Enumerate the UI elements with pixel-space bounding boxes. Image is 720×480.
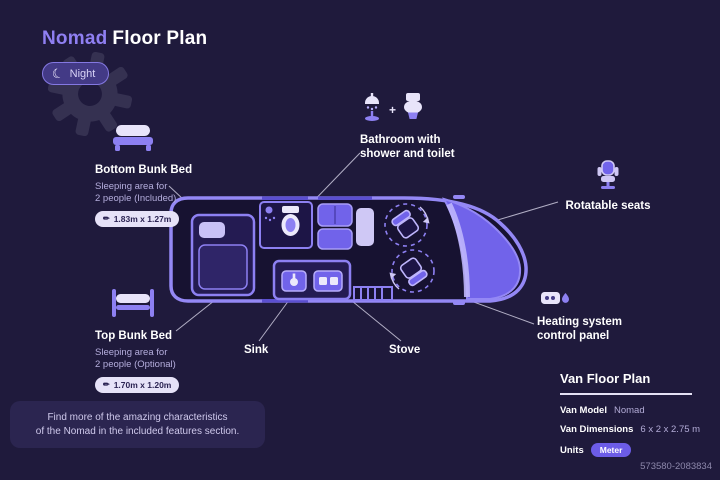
van-window-top-2 xyxy=(318,196,372,200)
page-title-accent: Nomad xyxy=(42,28,108,49)
entry-step xyxy=(353,286,393,301)
top-bunk-subtitle: Sleeping area for 2 people (Optional) xyxy=(95,347,225,371)
top-bunk-subtitle-line-2: 2 people (Optional) xyxy=(95,358,176,370)
heating-label: Heating system control panel xyxy=(537,316,622,343)
van-mirror-bottom xyxy=(453,301,465,305)
features-note-line-2: of the Nomad in the included features se… xyxy=(35,425,240,437)
heating-label-line-2: control panel xyxy=(537,329,610,342)
van-mirror-top xyxy=(453,195,465,199)
watermark-id: 573580-2083834 xyxy=(640,461,712,472)
toilet-icon xyxy=(401,92,425,127)
rotatable-seat-icon xyxy=(595,160,621,195)
annotation-bathroom: + Bathroom with shower and toilet xyxy=(360,92,455,161)
night-toggle-label: Night xyxy=(69,67,96,80)
features-note-line-1: Find more of the amazing characteristics xyxy=(47,412,228,423)
bottom-bunk-subtitle-line-2: 2 people (Included) xyxy=(95,192,177,204)
bathroom-area xyxy=(259,201,313,249)
top-bunk-dimensions: 1.70m x 1.20m xyxy=(113,379,172,390)
units-meter-badge[interactable]: Meter xyxy=(590,443,632,457)
spec-panel: Van Floor Plan Van Model Nomad Van Dimen… xyxy=(560,371,700,465)
spec-label: Van Model xyxy=(560,405,607,416)
bottom-bunk-dimensions-badge: ✏ 1.83m x 1.27m xyxy=(95,210,180,227)
spec-label: Units xyxy=(560,444,584,456)
spec-label: Van Dimensions xyxy=(560,424,634,435)
kitchen-counter xyxy=(272,259,352,301)
top-bunk-bed-icon xyxy=(110,288,225,323)
top-bunk-title: Top Bunk Bed xyxy=(95,330,173,342)
pencil-icon: ✏ xyxy=(103,213,110,223)
shower-fixture xyxy=(264,206,276,222)
spec-row-units: Units Meter xyxy=(560,443,692,457)
bottom-bunk-title: Bottom Bunk Bed xyxy=(95,164,193,176)
stove-fixture xyxy=(313,270,343,292)
annotation-bottom-bunk: Bottom Bunk Bed Sleeping area for 2 peop… xyxy=(95,122,225,227)
plus-icon: + xyxy=(389,102,397,117)
rotatable-seats-label: Rotatable seats xyxy=(565,200,651,212)
features-note: Find more of the amazing characteristics… xyxy=(10,401,265,448)
annotation-top-bunk: Top Bunk Bed Sleeping area for 2 people … xyxy=(95,288,225,393)
van-window-top-1 xyxy=(262,196,308,200)
top-bunk-dimensions-badge: ✏ 1.70m x 1.20m xyxy=(95,376,180,393)
rotatable-seat-2 xyxy=(389,249,435,293)
bathroom-icons: + xyxy=(360,92,455,127)
heating-panel-icon xyxy=(540,289,570,312)
bathroom-label-line-2: shower and toilet xyxy=(360,147,455,160)
toilet-fixture xyxy=(281,206,300,236)
sink-fixture xyxy=(281,270,307,292)
rotatable-seat-1 xyxy=(384,203,430,247)
bottom-bunk-dimensions: 1.83m x 1.27m xyxy=(113,213,172,224)
spec-row-van-model: Van Model Nomad xyxy=(560,405,692,416)
spec-value: Nomad xyxy=(613,405,645,416)
bed-area xyxy=(190,213,256,297)
top-bunk-subtitle-line-1: Sleeping area for xyxy=(95,346,168,358)
pencil-icon: ✏ xyxy=(103,379,110,389)
spec-panel-title: Van Floor Plan xyxy=(560,371,692,395)
page-title-rest: Floor Plan xyxy=(112,28,208,49)
night-toggle[interactable]: ☾ Night xyxy=(42,62,110,85)
spec-row-van-dimensions: Van Dimensions 6 x 2 x 2.75 m xyxy=(560,424,700,435)
stove-label: Stove xyxy=(389,344,421,356)
moon-icon: ☾ xyxy=(49,64,66,83)
bathroom-label: Bathroom with shower and toilet xyxy=(360,134,455,161)
annotation-heating: Heating system control panel xyxy=(537,289,622,343)
spec-value: 6 x 2 x 2.75 m xyxy=(640,424,701,435)
bottom-bunk-subtitle-line-1: Sleeping area for xyxy=(95,180,168,192)
van-windshield xyxy=(446,202,470,298)
bottom-bunk-bed-icon xyxy=(110,122,225,157)
sink-label: Sink xyxy=(244,344,269,356)
shower-icon xyxy=(360,92,384,127)
bottom-bunk-subtitle: Sleeping area for 2 people (Included) xyxy=(95,181,225,205)
dinette-area xyxy=(317,203,374,250)
annotation-rotatable-seats: Rotatable seats xyxy=(560,160,656,214)
heating-label-line-1: Heating system xyxy=(537,316,623,328)
bathroom-label-line-1: Bathroom with xyxy=(360,134,441,146)
